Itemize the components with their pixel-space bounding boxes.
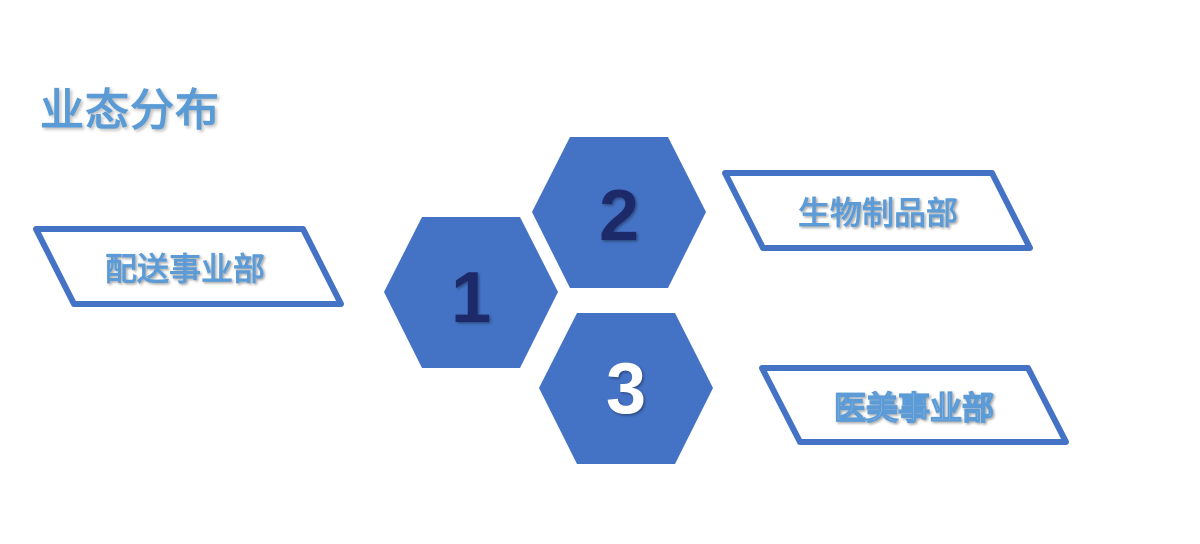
hexagon-2-shape [532,137,706,288]
label-2-text: 生物制品部 [798,194,958,232]
hexagon-3-number: 3 [606,349,646,429]
label-1-text: 配送事业部 [105,250,265,288]
hexagon-2-number: 2 [599,176,639,256]
hexagon-3-shape [539,313,713,464]
label-frame-3: 医美事业部 [759,365,1069,445]
hexagon-3: 3 [539,313,713,464]
label-frame-3-shape [759,365,1069,445]
label-3-text: 医美事业部 [834,389,994,427]
hexagon-1-number: 1 [451,258,491,338]
hexagon-1: 1 [384,217,558,368]
label-frame-1-shape [33,226,344,307]
hexagon-1-shape [384,217,558,368]
page-title: 业态分布 [40,85,220,136]
hexagon-2: 2 [532,137,706,288]
label-frame-2: 生物制品部 [722,170,1033,251]
label-frame-2-shape [722,170,1033,251]
label-frame-1: 配送事业部 [33,226,344,307]
